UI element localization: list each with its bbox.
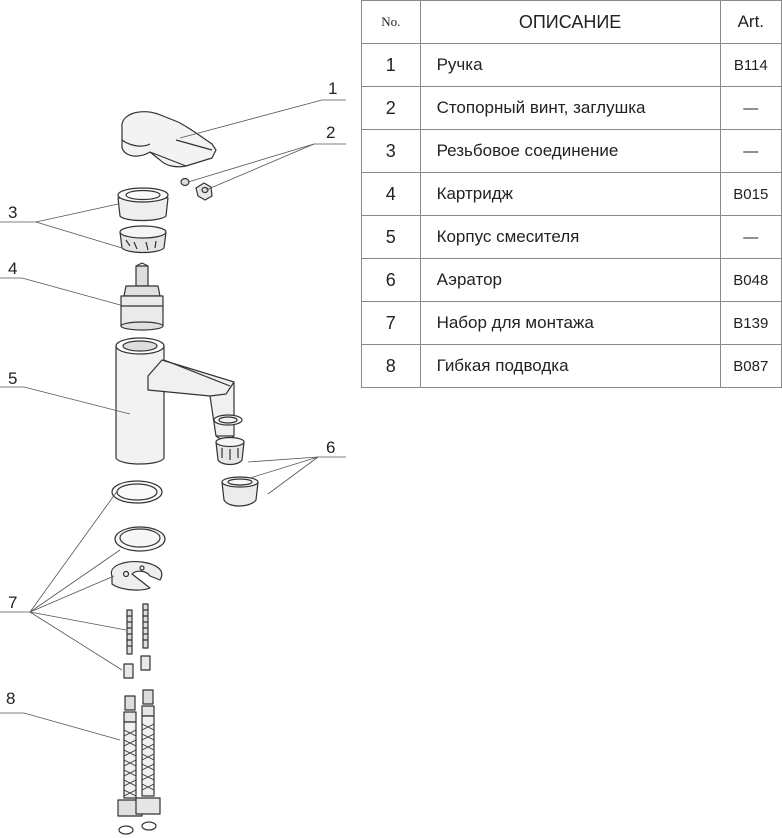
cartridge-part	[120, 262, 164, 331]
callout-1: 1	[328, 79, 337, 98]
row-no: 5	[361, 215, 421, 259]
row-art: B087	[719, 344, 782, 388]
threaded-connection-part	[117, 187, 169, 254]
table-row: 3 Резьбовое соединение —	[361, 129, 782, 173]
row-art: B048	[719, 258, 782, 302]
header-no: No.	[361, 0, 421, 44]
leader-lines	[0, 99, 346, 741]
screw-and-cap-part	[180, 177, 213, 201]
row-no: 7	[361, 301, 421, 345]
table-row: 5 Корпус смесителя —	[361, 215, 782, 259]
row-description: Гибкая подводка	[419, 344, 721, 388]
callout-2: 2	[326, 123, 335, 142]
row-art: B015	[719, 172, 782, 216]
row-no: 6	[361, 258, 421, 302]
row-description: Картридж	[419, 172, 721, 216]
row-description: Аэратор	[419, 258, 721, 302]
row-art: B114	[719, 43, 782, 87]
table-row: 6 Аэратор B048	[361, 258, 782, 302]
callout-7: 7	[8, 593, 17, 612]
row-description: Ручка	[419, 43, 721, 87]
handle-part	[121, 111, 217, 168]
header-description: ОПИСАНИЕ	[419, 0, 721, 44]
row-description: Корпус смесителя	[419, 215, 721, 259]
callout-8: 8	[6, 689, 15, 708]
row-art: —	[719, 86, 782, 130]
table-header-row: No. ОПИСАНИЕ Art.	[361, 0, 782, 44]
row-description: Резьбовое соединение	[419, 129, 721, 173]
row-description: Набор для монтажа	[419, 301, 721, 345]
row-no: 2	[361, 86, 421, 130]
table-row: 2 Стопорный винт, заглушка —	[361, 86, 782, 130]
callout-4: 4	[8, 259, 17, 278]
mixer-body-part	[115, 337, 235, 465]
callout-5: 5	[8, 369, 17, 388]
callout-3: 3	[8, 203, 17, 222]
flexible-hoses-part	[117, 689, 161, 835]
row-no: 8	[361, 344, 421, 388]
mounting-kit-part	[110, 480, 166, 679]
table-row: 7 Набор для монтажа B139	[361, 301, 782, 345]
table-row: 4 Картридж B015	[361, 172, 782, 216]
table-row: 8 Гибкая подводка B087	[361, 344, 782, 388]
aerator-part	[213, 414, 259, 507]
table-row: 1 Ручка B114	[361, 43, 782, 87]
row-art: —	[719, 129, 782, 173]
row-no: 3	[361, 129, 421, 173]
row-no: 1	[361, 43, 421, 87]
row-art: B139	[719, 301, 782, 345]
callout-6: 6	[326, 438, 335, 457]
parts-table: No. ОПИСАНИЕ Art. 1 Ручка B114 2 Стопорн…	[361, 0, 782, 388]
row-art: —	[719, 215, 782, 259]
header-art: Art.	[719, 0, 782, 44]
row-description: Стопорный винт, заглушка	[419, 86, 721, 130]
row-no: 4	[361, 172, 421, 216]
